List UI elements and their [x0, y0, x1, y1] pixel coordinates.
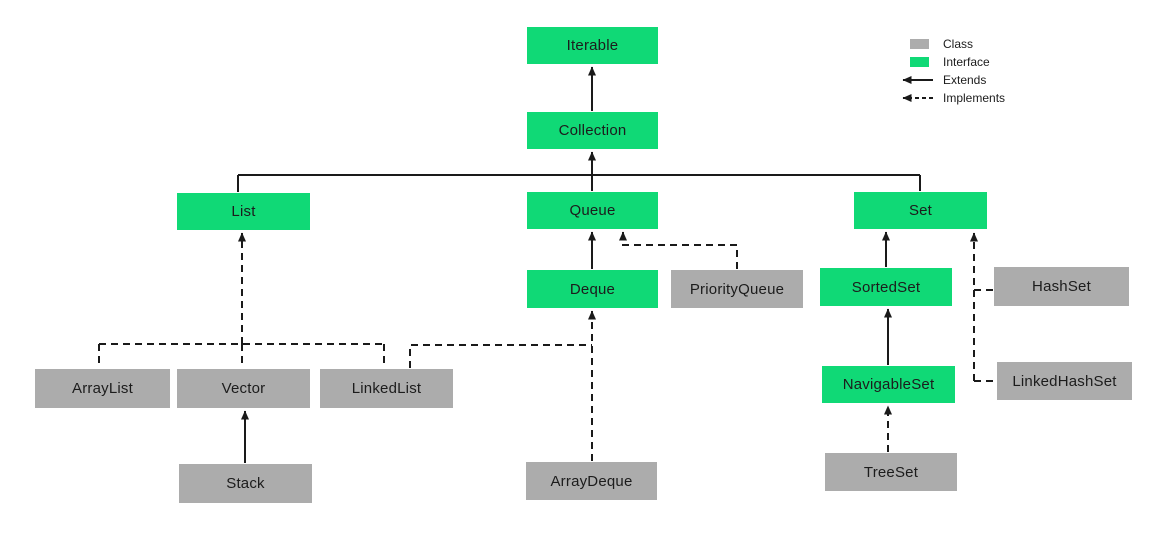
- legend-class-swatch: [910, 39, 929, 49]
- node-iterable: Iterable: [527, 27, 658, 64]
- node-collection: Collection: [527, 112, 658, 149]
- node-arraydeque: ArrayDeque: [526, 462, 657, 500]
- legend-interface-swatch: [910, 57, 929, 67]
- node-treeset: TreeSet: [825, 453, 957, 491]
- node-priorityqueue: PriorityQueue: [671, 270, 803, 308]
- node-set: Set: [854, 192, 987, 229]
- node-list: List: [177, 193, 310, 230]
- node-sortedset: SortedSet: [820, 268, 952, 306]
- edge-priorityqueue-implements-queue: [619, 231, 738, 269]
- node-linkedhashset: LinkedHashSet: [997, 362, 1132, 400]
- node-stack: Stack: [179, 464, 312, 503]
- legend-implements-label: Implements: [943, 91, 1006, 105]
- node-navigableset: NavigableSet: [822, 366, 955, 403]
- legend-extends-label: Extends: [943, 73, 987, 87]
- node-vector: Vector: [177, 369, 310, 408]
- node-linkedlist: LinkedList: [320, 369, 453, 408]
- legend-interface-label: Interface: [943, 55, 990, 69]
- node-arraylist: ArrayList: [35, 369, 170, 408]
- node-deque: Deque: [527, 270, 658, 308]
- edge-linkedlist-implements-deque: [409, 344, 592, 368]
- node-queue: Queue: [527, 192, 658, 229]
- legend-class-label: Class: [943, 37, 974, 51]
- node-hashset: HashSet: [994, 267, 1129, 306]
